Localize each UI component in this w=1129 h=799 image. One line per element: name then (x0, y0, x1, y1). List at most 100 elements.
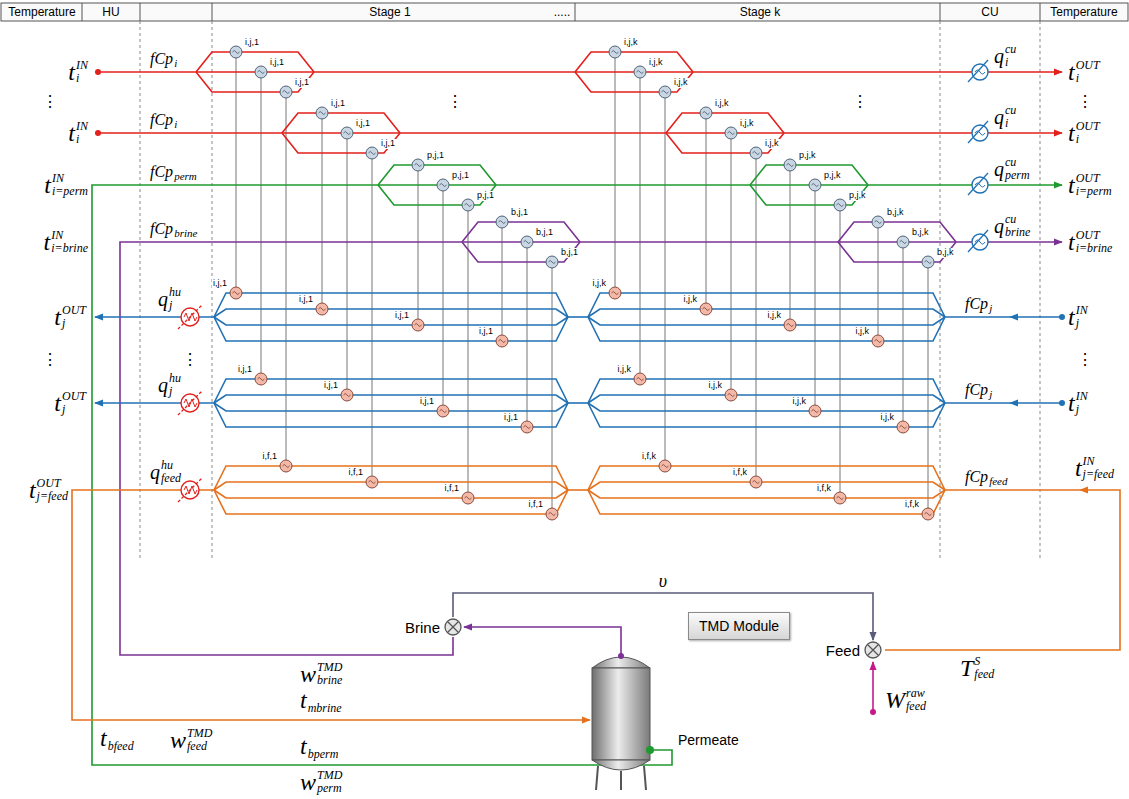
exchanger-label: i,f,1 (261, 452, 278, 462)
label-text: q (994, 159, 1004, 179)
exchanger-wave (283, 465, 290, 468)
label-text: feed (989, 476, 1007, 487)
index-stack: OUTj=feed (37, 477, 68, 502)
exchanger-wave (703, 308, 710, 311)
column-divider (1040, 21, 1041, 560)
label-text: brine (174, 228, 197, 239)
connector (453, 593, 873, 640)
exchanger-wave (549, 261, 556, 264)
exchanger-label: i,j,k (683, 295, 699, 305)
exchanger-label: i,j,1 (237, 365, 253, 375)
exchanger-label: i,j,k (617, 365, 633, 375)
index-stack: cui (1005, 104, 1016, 129)
stream-split (588, 403, 945, 427)
label-text: i,j,k (592, 279, 608, 289)
edge-label: υ (657, 572, 669, 590)
index-stack: cui (1005, 43, 1016, 68)
hot-exchanger (784, 159, 796, 171)
label-text: t (1068, 121, 1075, 145)
stream-variable: wTMDfeed (170, 727, 212, 752)
exchanger-wave (344, 394, 351, 397)
cold-exchanger (316, 303, 328, 315)
exchanger-label: i,f,k (816, 484, 832, 494)
heat-capacity-flow: fCpj (965, 382, 992, 398)
match-line (840, 211, 841, 492)
label-text: t (1068, 391, 1075, 415)
label-text: t (1068, 173, 1075, 197)
label-text: t (300, 734, 307, 758)
exchanger-wave (662, 91, 669, 94)
label-text: bperm (308, 748, 339, 760)
exchanger-wave (637, 71, 644, 74)
hot-stream (98, 71, 1062, 73)
index-stack: INi=brine (51, 229, 88, 254)
exchanger-wave (787, 164, 794, 167)
exchanger-wave (925, 513, 932, 516)
label-text: mbrine (308, 702, 342, 714)
label-text: ⋮ (1077, 352, 1093, 368)
hot-exchanger (255, 66, 267, 78)
ellipsis: ⋮ (1077, 352, 1093, 368)
permeate-nozzle (646, 746, 654, 754)
stream-split (214, 395, 568, 403)
label-text: brine (1005, 226, 1030, 239)
label-text: feed (161, 472, 181, 485)
label-text: t (54, 305, 61, 329)
stream-split (462, 222, 580, 242)
stream-split (282, 133, 400, 153)
hot-exchanger (437, 179, 449, 191)
exchanger-wave (258, 378, 265, 381)
label-text: j (169, 299, 181, 312)
cold-stream (1010, 316, 1062, 318)
label-text: p,j,k (823, 171, 842, 181)
stream-split (214, 490, 568, 498)
stream-split (588, 490, 945, 514)
label-text: i (1005, 117, 1016, 130)
index-stack: INj (1076, 304, 1088, 329)
stream-split (214, 379, 568, 403)
exchanger-wave (524, 241, 531, 244)
hot-exchanger (700, 107, 712, 119)
label-text: t (44, 173, 51, 197)
exchanger-wave (440, 410, 447, 413)
label-text: HU (102, 6, 119, 18)
stream-variable: tINi=brine (44, 229, 88, 254)
label-text: ⋮ (182, 352, 198, 368)
match-line (468, 211, 469, 492)
stream-split (214, 309, 568, 317)
vessel-bottom (592, 760, 650, 770)
label-text: p,j,k (848, 191, 867, 201)
stream-variable: wTMDbrine (300, 661, 342, 686)
index-stack: hufeed (161, 459, 181, 484)
hot-exchanger (659, 86, 671, 98)
label-text: w (170, 728, 186, 752)
exchanger-label: b,j,1 (560, 248, 579, 258)
hot-exchanger (750, 147, 762, 159)
exchanger-label: i,j,1 (269, 58, 285, 68)
label-text: j (1076, 317, 1088, 330)
label-text: ⋮ (852, 94, 868, 110)
label-text: Temperature (8, 6, 75, 18)
column-header: Temperature (8, 6, 75, 18)
label-text: i (1076, 72, 1100, 85)
stream-split (214, 317, 568, 325)
exchanger-wave (753, 481, 760, 484)
label-text: cu (1005, 156, 1030, 169)
label-text: i,j,1 (419, 397, 435, 407)
ellipsis: ⋮ (852, 94, 868, 110)
label-text: perm (317, 782, 342, 795)
label-text: b,j,k (911, 228, 930, 238)
match-line (502, 228, 503, 335)
label-text: p,j,1 (426, 151, 445, 161)
label-text: TMD (317, 661, 342, 674)
cold-stream (568, 402, 588, 404)
index-stack: INi (76, 120, 88, 145)
label-text: q (150, 462, 160, 482)
label-text: i=perm (1076, 185, 1112, 198)
stream-variable: tINj=feed (1075, 455, 1114, 480)
column-header: HU (102, 6, 119, 18)
exchanger-wave (837, 204, 844, 207)
cooler-utility (968, 121, 988, 143)
exchanger-label: i,f,1 (443, 484, 460, 494)
